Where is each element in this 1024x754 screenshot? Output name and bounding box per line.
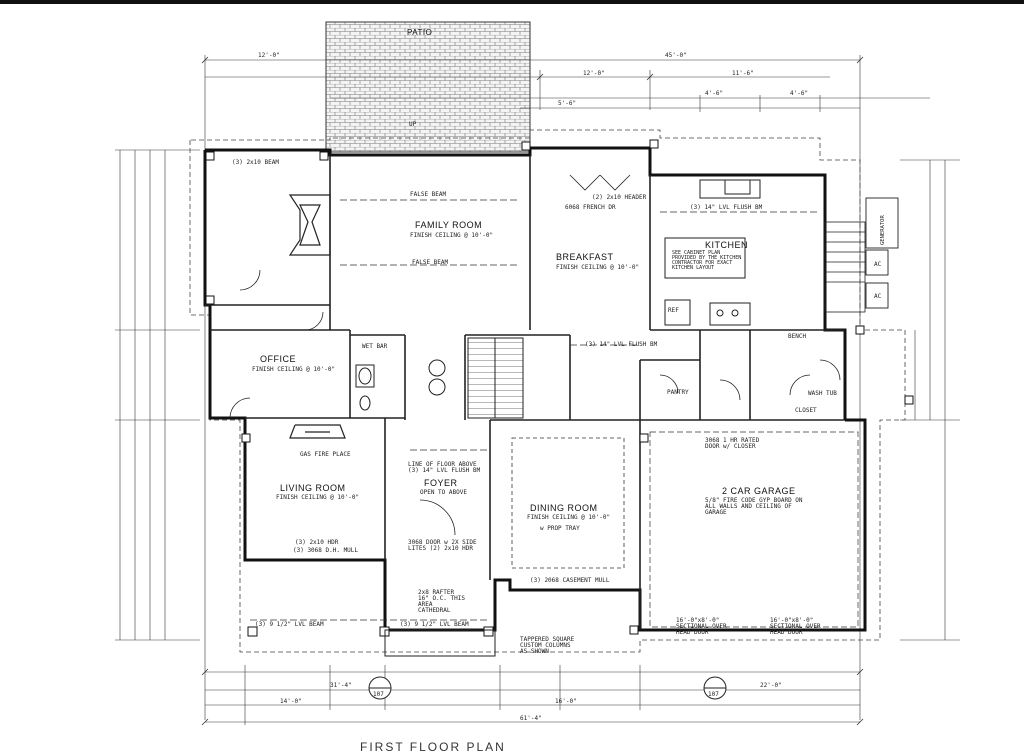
kitchen-lvl-beam: (3) 14" LVL FLUSH BM xyxy=(690,204,763,211)
french-door-label: 6068 FRENCH DR xyxy=(565,204,616,211)
powder-room xyxy=(355,364,375,411)
patio-label: PATIO xyxy=(407,28,433,37)
garage-door-2: 16'-0"x8'-0" SECTIONAL OVER HEAD DOOR xyxy=(770,617,821,636)
flush-beam-label: (3) 14" LVL FLUSH BM xyxy=(585,341,658,348)
entry-door-note: 3068 DOOR w 2X SIDE LITES (2) 2x10 HDR xyxy=(408,539,477,552)
dining-tray-outline xyxy=(511,437,625,569)
dim-2: 11'-6" xyxy=(732,70,754,77)
fp-beam-label: (3) 2x10 BEAM xyxy=(232,159,279,166)
drawing-title: FIRST FLOOR PLAN xyxy=(360,740,506,754)
garage-note: 5/8" FIRE CODE GYP BOARD ON ALL WALLS AN… xyxy=(705,497,803,516)
foyer-note: OPEN TO ABOVE xyxy=(420,489,467,496)
patio-area xyxy=(325,21,531,153)
interior-walls xyxy=(205,155,845,630)
living-mull-label: (3) 3068 D.H. MULL xyxy=(293,547,359,554)
living-room-label: LIVING ROOM xyxy=(280,483,346,493)
top-border xyxy=(0,0,1024,4)
breakfast-ceiling: FINISH CEILING @ 10'-0" xyxy=(556,264,640,271)
generator-label: GENERATOR xyxy=(880,215,886,245)
living-room-ceiling: FINISH CEILING @ 10'-0" xyxy=(276,494,360,501)
family-fireplace xyxy=(288,194,331,256)
column-note: TAPPERED SQUARE CUSTOM COLUMNS AS SHOWN xyxy=(520,636,575,655)
dim-4: 4'-6" xyxy=(790,90,809,97)
detail-markers xyxy=(368,676,727,700)
dining-tray-label: w PROP TRAY xyxy=(540,525,580,532)
up-label: UP xyxy=(409,121,417,128)
pantry-label: PANTRY xyxy=(667,389,689,396)
family-room-label: FAMILY ROOM xyxy=(415,220,483,230)
dim-b3: 31'-4" xyxy=(330,682,352,689)
beam-lines xyxy=(250,199,820,621)
dimension-ticks xyxy=(201,56,864,726)
dim-overall-bottom: 61'-4" xyxy=(520,715,542,722)
family-room-ceiling: FINISH CEILING @ 10'-0" xyxy=(410,232,494,239)
bench-label: BENCH xyxy=(788,333,807,340)
left-dimensions xyxy=(115,149,200,641)
rear-steps xyxy=(824,221,866,313)
water-heaters xyxy=(428,359,446,396)
office-label: OFFICE xyxy=(260,354,296,364)
garage-label: 2 CAR GARAGE xyxy=(722,486,796,496)
ac-label-2: AC xyxy=(874,293,882,300)
line-above-label: LINE OF FLOOR ABOVE (3) 14" LVL FLUSH BM xyxy=(408,461,481,474)
right-dimensions xyxy=(900,159,960,641)
dining-mull-label: (3) 2068 CASEMENT MULL xyxy=(530,577,610,584)
exterior-walls xyxy=(203,146,867,632)
kitchen-counters xyxy=(664,179,761,326)
bottom-dimensions xyxy=(205,665,860,725)
fire-door-label: 3068 1 HR RATED DOOR w/ CLOSER xyxy=(705,437,760,450)
rafter-note: 2x8 RAFTER 16" O.C. THIS AREA CATHEDRAL xyxy=(418,589,465,614)
false-beam-label-2: FALSE BEAM xyxy=(412,259,449,266)
front-beam-label-1: (3) 9 1/2" LVL BEAM xyxy=(255,621,324,628)
wet-bar-label: WET BAR xyxy=(362,343,388,350)
breakfast-label: BREAKFAST xyxy=(556,252,614,262)
roof-outline xyxy=(189,129,906,653)
fireplace-label: GAS FIRE PLACE xyxy=(300,451,351,458)
dim-3: 4'-6" xyxy=(705,90,724,97)
living-fireplace xyxy=(289,424,346,439)
garage-door-1: 16'-0"x8'-0" SECTIONAL OVER HEAD DOOR xyxy=(676,617,727,636)
front-steps xyxy=(384,629,496,657)
columns xyxy=(205,139,914,637)
living-header-label: (3) 2x10 HDR xyxy=(295,539,339,546)
office-ceiling: FINISH CEILING @ 10'-0" xyxy=(252,366,336,373)
kitchen-label: KITCHEN xyxy=(705,240,749,250)
dim-overall-top: 45'-0" xyxy=(665,52,687,59)
detail-marker-1-label: 107 xyxy=(373,691,384,698)
dim-b1: 14'-0" xyxy=(280,698,302,705)
ref-label: REF xyxy=(668,307,679,314)
dim-5: 5'-6" xyxy=(558,100,577,107)
closet-label: CLOSET xyxy=(795,407,817,414)
dim-1: 12'-0" xyxy=(583,70,605,77)
dining-room-ceiling: FINISH CEILING @ 10'-0" xyxy=(527,514,611,521)
dim-b4: 22'-0" xyxy=(760,682,782,689)
front-beam-label-2: (3) 9 1/2" LVL BEAM xyxy=(400,621,469,628)
foyer-label: FOYER xyxy=(424,478,458,488)
detail-marker-2-label: 107 xyxy=(708,691,719,698)
door-swings xyxy=(229,174,841,536)
kitchen-note: SEE CABINET PLAN PROVIDED BY THE KITCHEN… xyxy=(672,250,742,271)
false-beam-label-1: FALSE BEAM xyxy=(410,191,447,198)
garage-outline xyxy=(649,431,859,628)
header-top-label: (2) 2x10 HEADER xyxy=(592,194,647,201)
mechanical-equipment xyxy=(865,197,899,309)
wash-tub-label: WASH TUB xyxy=(808,390,837,397)
dim-patio-width: 12'-0" xyxy=(258,52,280,59)
dining-room-label: DINING ROOM xyxy=(530,503,598,513)
dim-b2: 16'-0" xyxy=(555,698,577,705)
ac-label-1: AC xyxy=(874,261,882,268)
